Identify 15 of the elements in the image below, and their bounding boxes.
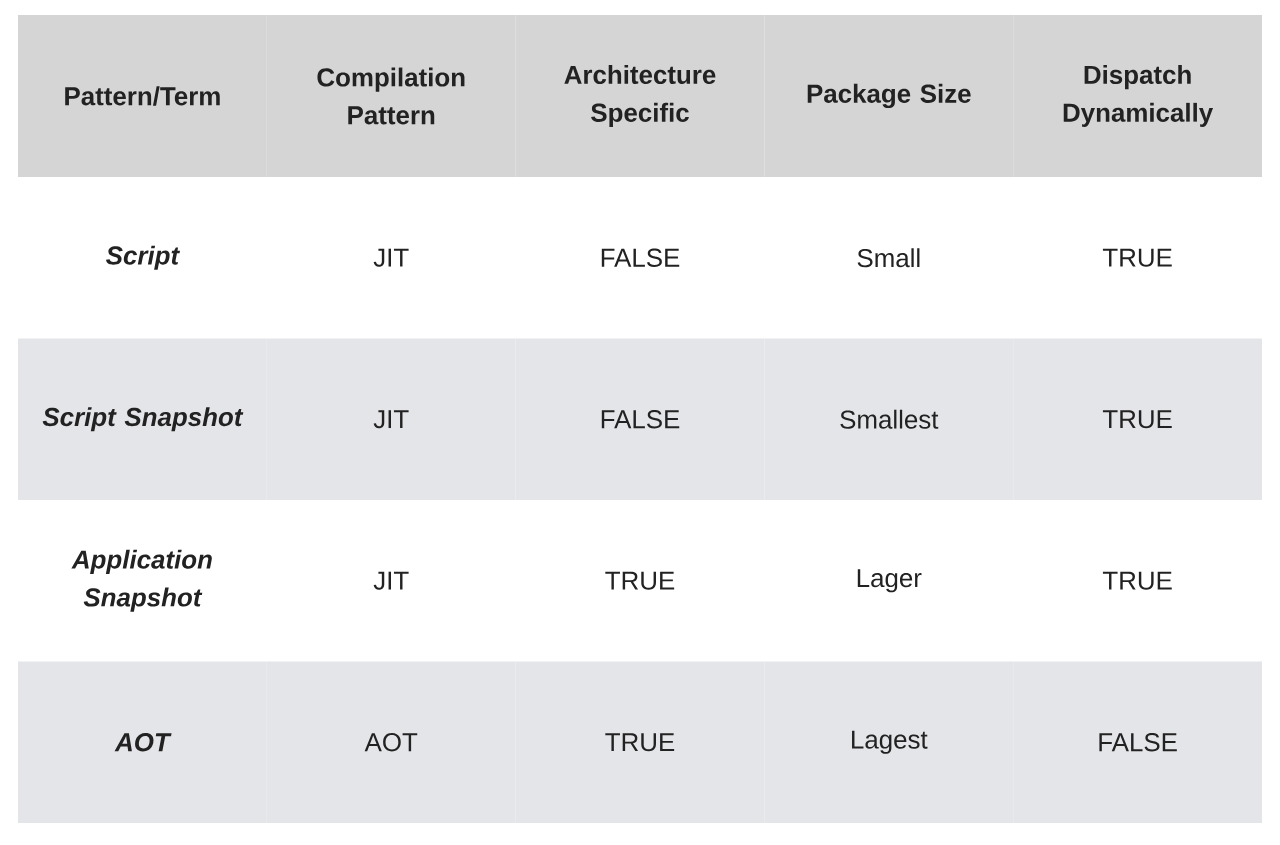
table-cell: AOT: [266, 661, 516, 823]
header-cell: Pattern/Term: [18, 15, 267, 177]
table-cell: TRUE: [1013, 338, 1262, 500]
table-cell: Smallest: [764, 338, 1014, 500]
table-cell: JIT: [266, 338, 516, 500]
table-cell: TRUE: [515, 661, 765, 823]
header-cell: Dispatch Dynamically: [1013, 15, 1262, 177]
table-cell: AOT: [18, 661, 267, 823]
table-cell: Script Snapshot: [18, 338, 267, 500]
table-cell: FALSE: [515, 338, 765, 500]
header-cell: Package Size: [764, 15, 1014, 177]
table-cell: Lagest: [764, 661, 1014, 823]
header-cell: Compilation Pattern: [266, 15, 516, 177]
table-cell: FALSE: [1013, 661, 1262, 823]
header-cell: Architecture Specific: [515, 15, 765, 177]
